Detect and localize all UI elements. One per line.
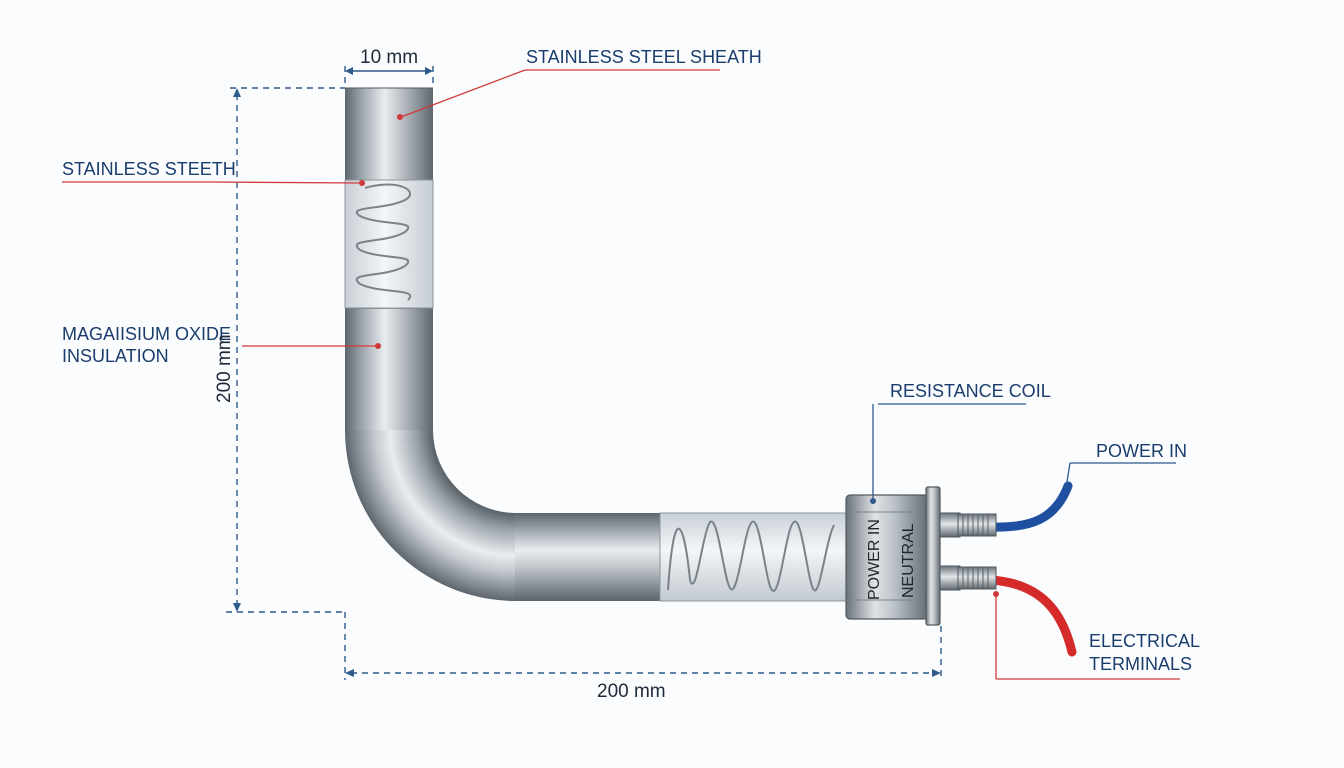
label-electrical-line1: ELECTRICAL — [1089, 631, 1200, 651]
tube-bend — [345, 430, 516, 601]
flange — [925, 486, 941, 626]
label-magnesium-oxide-line2: INSULATION — [62, 346, 169, 366]
dimension-lines — [226, 66, 942, 680]
terminal-label-neutral: NEUTRAL — [900, 523, 917, 598]
label-magnesium-oxide-line1: MAGAIISIUM OXIDE — [62, 324, 231, 344]
dimension-height: 200 mm — [214, 334, 235, 403]
label-power-in: POWER IN — [1096, 441, 1187, 461]
horizontal-coil-section — [659, 512, 851, 602]
sheath-tube — [345, 87, 661, 601]
dimension-labels: 10 mm 200 mm 200 mm — [214, 47, 666, 702]
label-resistance-coil: RESISTANCE COIL — [890, 381, 1051, 401]
horizontal-tube — [515, 513, 660, 601]
terminal-stud-upper — [939, 512, 961, 538]
vertical-tube-top — [345, 88, 433, 180]
label-electrical-line2: TERMINALS — [1089, 654, 1192, 674]
label-stainless-steel-sheath: STAINLESS STEEL SHEATH — [526, 47, 762, 67]
resistance-coil-vertical — [355, 183, 412, 301]
callout-labels: STAINLESS STEEL SHEATH STAINLESS STEETH … — [62, 47, 1200, 674]
neutral-wire — [987, 575, 1077, 657]
terminal-stud-lower — [939, 565, 961, 591]
label-stainless-steeth: STAINLESS STEETH — [62, 159, 236, 179]
electrical-terminals — [939, 481, 1077, 657]
resistance-coil-horizontal — [667, 520, 835, 592]
vertical-tube-lower — [345, 308, 433, 431]
vertical-coil-section — [344, 179, 434, 309]
dimension-diameter: 10 mm — [360, 47, 418, 68]
terminal-label-power-in: POWER IN — [866, 519, 883, 600]
live-wire — [987, 481, 1073, 532]
leader-lines — [62, 69, 1180, 680]
terminal-housing: POWER IN NEUTRAL — [845, 486, 941, 626]
dimension-length: 200 mm — [597, 681, 666, 702]
